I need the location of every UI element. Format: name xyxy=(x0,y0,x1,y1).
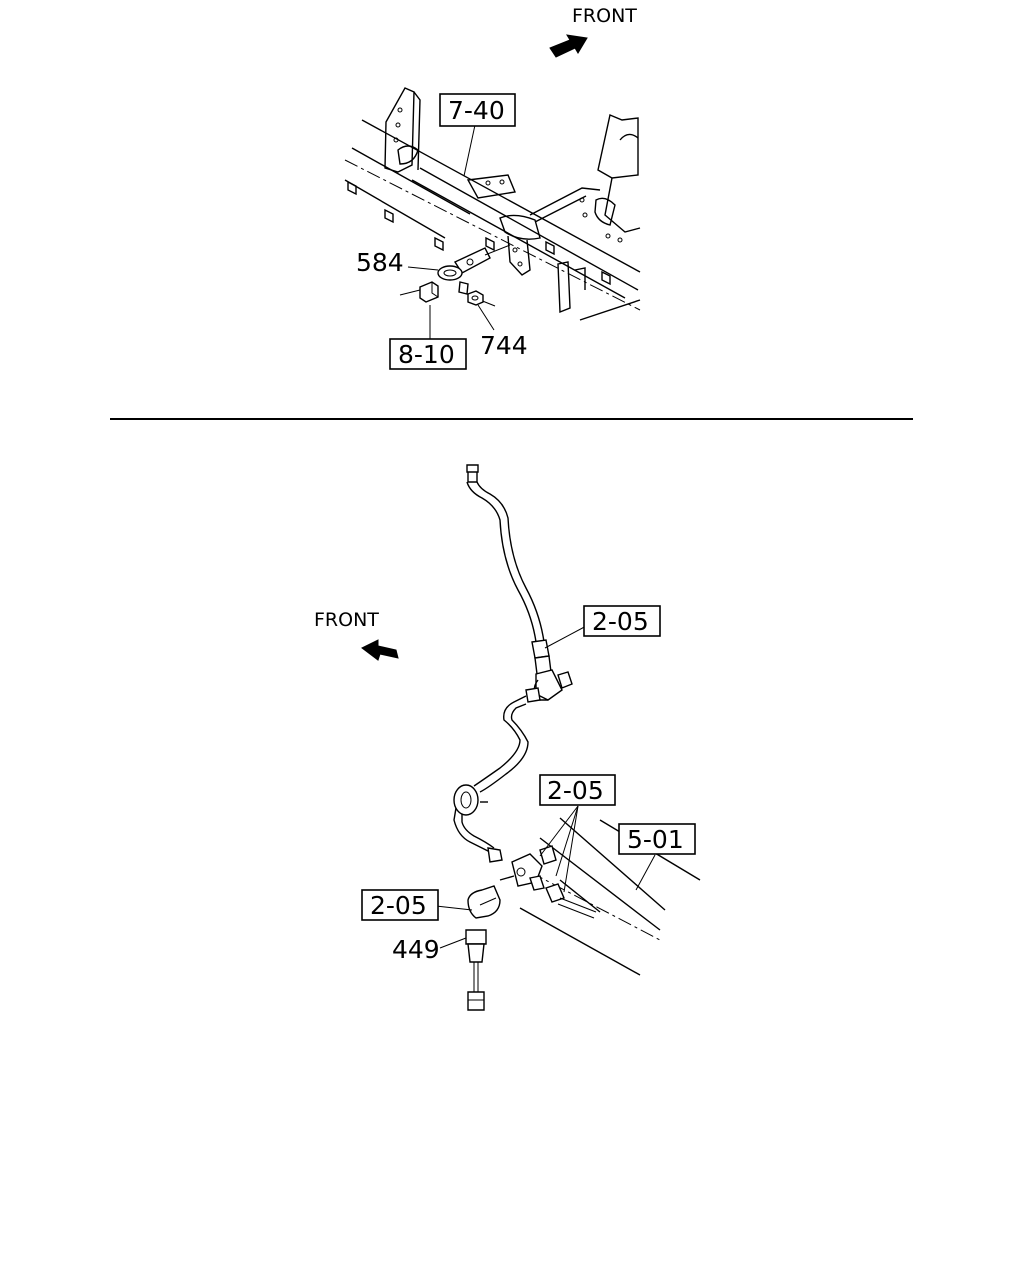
part-584-sensor xyxy=(437,265,496,307)
top-view: FRONT xyxy=(344,5,641,370)
bottom-view: FRONT xyxy=(314,464,701,1011)
front-label-bottom: FRONT xyxy=(314,609,379,631)
elbow-fitting xyxy=(467,885,501,919)
callout-744: 744 xyxy=(480,331,528,360)
callout-8-10: 8-10 xyxy=(398,340,455,369)
callout-2-05-upper: 2-05 xyxy=(592,607,649,636)
callout-5-01: 5-01 xyxy=(627,825,684,854)
callout-box-5-01 xyxy=(618,823,696,855)
callout-box-2-05-middle xyxy=(539,774,616,806)
callout-449: 449 xyxy=(392,935,440,964)
callout-2-05-lower: 2-05 xyxy=(370,891,427,920)
tee-junction-upper xyxy=(525,669,573,703)
connector-8-10 xyxy=(399,281,439,303)
tee-junction-lower xyxy=(499,845,597,919)
callout-box-2-05-upper xyxy=(583,605,661,637)
front-arrow-top-icon xyxy=(549,34,588,58)
brake-pipe-middle xyxy=(453,695,529,863)
chassis-frame xyxy=(344,87,641,321)
frame-member-5-01 xyxy=(519,817,701,976)
brake-pipe-upper xyxy=(466,464,552,675)
front-label-top: FRONT xyxy=(572,5,637,27)
callout-7-40: 7-40 xyxy=(448,96,505,125)
part-744-nut xyxy=(467,290,484,306)
callout-box-2-05-lower xyxy=(361,889,439,921)
callout-584: 584 xyxy=(356,248,404,277)
callout-2-05-middle: 2-05 xyxy=(547,776,604,805)
front-arrow-bottom-icon xyxy=(361,639,399,661)
part-449-switch xyxy=(465,929,487,1011)
callout-box-7-40 xyxy=(439,93,516,127)
callout-box-8-10 xyxy=(389,338,467,370)
